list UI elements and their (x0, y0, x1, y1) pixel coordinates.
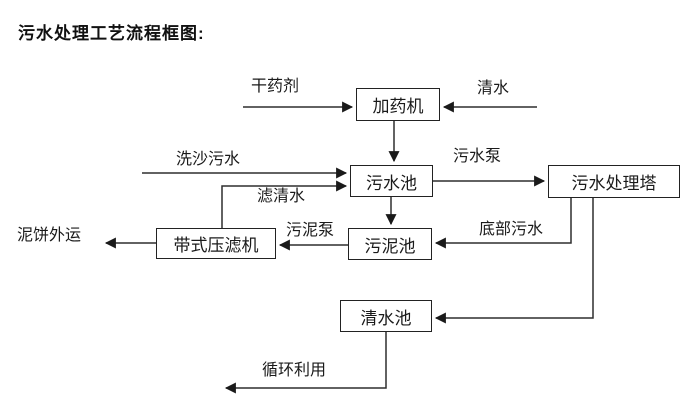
node-sludge-pool: 污泥池 (348, 228, 432, 260)
edge-label-dry-agent: 干药剂 (251, 78, 300, 95)
edge-clean-pool-to-recycle (224, 332, 387, 394)
edge-tower-to-clean-pool (434, 198, 594, 324)
edge-label-clean-water: 清水 (477, 80, 510, 97)
edge-label-bottom-sewage: 底部污水 (479, 221, 544, 238)
node-belt-filter-press: 带式压滤机 (156, 228, 276, 259)
edge-label-sewage-pump: 污水泵 (453, 148, 502, 165)
page-title: 污水处理工艺流程框图: (18, 24, 205, 43)
edge-label-sand-washing-sewage: 洗沙污水 (176, 151, 241, 168)
node-clean-water-pool: 清水池 (340, 300, 432, 332)
edge-label-recycling-reuse: 循环利用 (262, 362, 327, 379)
node-sewage-pool: 污水池 (350, 165, 433, 197)
node-dosing-machine: 加药机 (356, 88, 440, 121)
node-sewage-treatment-tower: 污水处理塔 (548, 165, 680, 198)
edge-label-mud-cake-outbound: 泥饼外运 (17, 227, 82, 244)
edge-label-filtered-clean-water: 滤清水 (257, 188, 306, 205)
edge-bottom-sewage-to-sludge-pool (434, 198, 572, 249)
edge-label-sludge-pump: 污泥泵 (286, 222, 335, 239)
edge-filtered-water-to-sewage-pool (221, 180, 348, 228)
